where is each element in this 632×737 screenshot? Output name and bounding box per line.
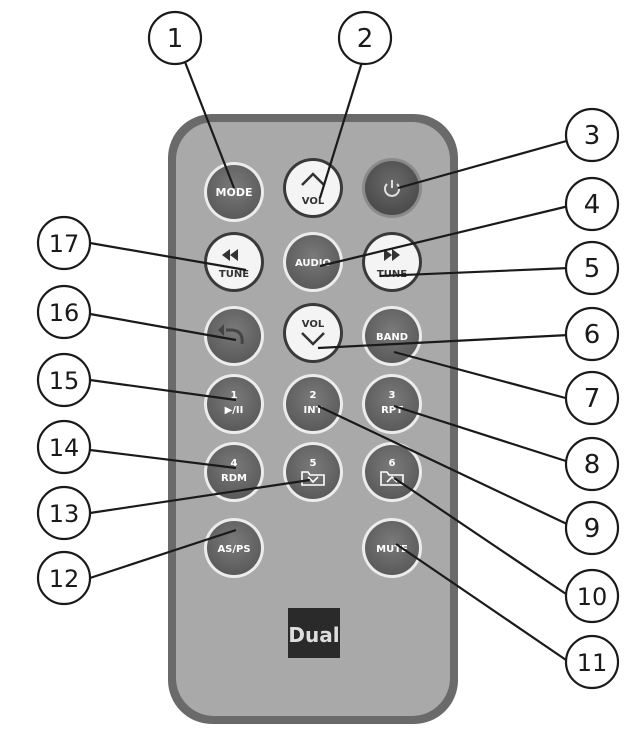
- svg-text:3: 3: [584, 121, 601, 151]
- svg-text:14: 14: [49, 434, 80, 462]
- callout-1: 1: [147, 10, 203, 66]
- random-button-4[interactable]: 4 RDM: [204, 442, 264, 502]
- previous-tune-button[interactable]: TUNE: [204, 232, 264, 292]
- callout-3: 3: [564, 107, 620, 163]
- callout-4: 4: [564, 176, 620, 232]
- btn3-symbol: RPT: [381, 405, 403, 416]
- callout-lines: [89, 61, 574, 663]
- vol-up-label: VOL: [302, 196, 325, 207]
- asps-label: AS/PS: [217, 544, 250, 555]
- band-label: BAND: [376, 332, 408, 343]
- btn2-number: 2: [310, 390, 317, 401]
- volume-up-button[interactable]: VOL: [283, 158, 343, 218]
- callout-14: 14: [36, 419, 92, 475]
- repeat-button-3[interactable]: 3 RPT: [362, 374, 422, 434]
- callout-12: 12: [36, 550, 92, 606]
- mode-button[interactable]: MODE: [204, 162, 264, 222]
- callout-8: 8: [564, 436, 620, 492]
- svg-text:1: 1: [167, 24, 184, 54]
- band-button[interactable]: BAND: [362, 306, 422, 366]
- prev-tune-label: TUNE: [219, 269, 249, 280]
- audio-button[interactable]: AUDIO: [283, 232, 343, 292]
- svg-text:5: 5: [584, 254, 601, 284]
- mode-label: MODE: [216, 186, 253, 199]
- btn2-symbol: INT: [304, 405, 323, 416]
- svg-text:2: 2: [357, 24, 374, 54]
- callout-15: 15: [36, 352, 92, 408]
- intro-button-2[interactable]: 2 INT: [283, 374, 343, 434]
- svg-text:12: 12: [49, 565, 80, 593]
- callout-11: 11: [564, 634, 620, 690]
- mute-label: MUTE: [376, 544, 408, 555]
- back-button[interactable]: [204, 306, 264, 366]
- fast-forward-icon: [384, 249, 400, 261]
- callout-13: 13: [36, 485, 92, 541]
- play-pause-button-1[interactable]: 1 ▶/II: [204, 374, 264, 434]
- svg-text:8: 8: [584, 450, 601, 480]
- undo-arrow-icon: [218, 324, 244, 345]
- audio-label: AUDIO: [295, 258, 331, 269]
- rewind-icon: [222, 249, 238, 261]
- next-tune-button[interactable]: TUNE: [362, 232, 422, 292]
- svg-text:7: 7: [584, 384, 601, 414]
- folder-up-icon: [380, 471, 404, 486]
- btn5-number: 5: [310, 458, 317, 469]
- callout-5: 5: [564, 240, 620, 296]
- callout-7: 7: [564, 370, 620, 426]
- svg-text:6: 6: [584, 320, 601, 350]
- svg-text:11: 11: [577, 649, 608, 677]
- svg-text:Dual: Dual: [288, 623, 339, 647]
- power-button[interactable]: [362, 158, 422, 218]
- callout-2: 2: [337, 10, 393, 66]
- callout-10: 10: [564, 568, 620, 624]
- btn4-number: 4: [231, 458, 238, 469]
- callout-16: 16: [36, 284, 92, 340]
- dual-logo: Dual: [288, 608, 340, 658]
- callout-6: 6: [564, 306, 620, 362]
- btn4-symbol: RDM: [221, 473, 247, 484]
- svg-text:15: 15: [49, 367, 80, 395]
- folder-down-button-5[interactable]: 5: [283, 442, 343, 502]
- svg-text:17: 17: [49, 230, 80, 258]
- svg-text:10: 10: [577, 583, 608, 611]
- btn1-symbol: ▶/II: [225, 405, 244, 416]
- volume-down-button[interactable]: VOL: [283, 303, 343, 363]
- svg-text:9: 9: [584, 514, 601, 544]
- vol-down-label: VOL: [302, 319, 325, 330]
- folder-down-icon: [301, 471, 325, 486]
- btn1-number: 1: [231, 390, 238, 401]
- chevron-up-icon: [301, 172, 325, 186]
- callout-17: 17: [36, 215, 92, 271]
- callout-9: 9: [564, 500, 620, 556]
- svg-text:13: 13: [49, 500, 80, 528]
- as-ps-button[interactable]: AS/PS: [204, 518, 264, 578]
- btn3-number: 3: [389, 390, 396, 401]
- mute-button[interactable]: MUTE: [362, 518, 422, 578]
- svg-text:4: 4: [584, 190, 601, 220]
- btn6-number: 6: [389, 458, 396, 469]
- chevron-down-icon: [301, 332, 325, 346]
- callouts: 1 2 3 4 5 6 7 8: [36, 10, 620, 690]
- svg-text:16: 16: [49, 299, 80, 327]
